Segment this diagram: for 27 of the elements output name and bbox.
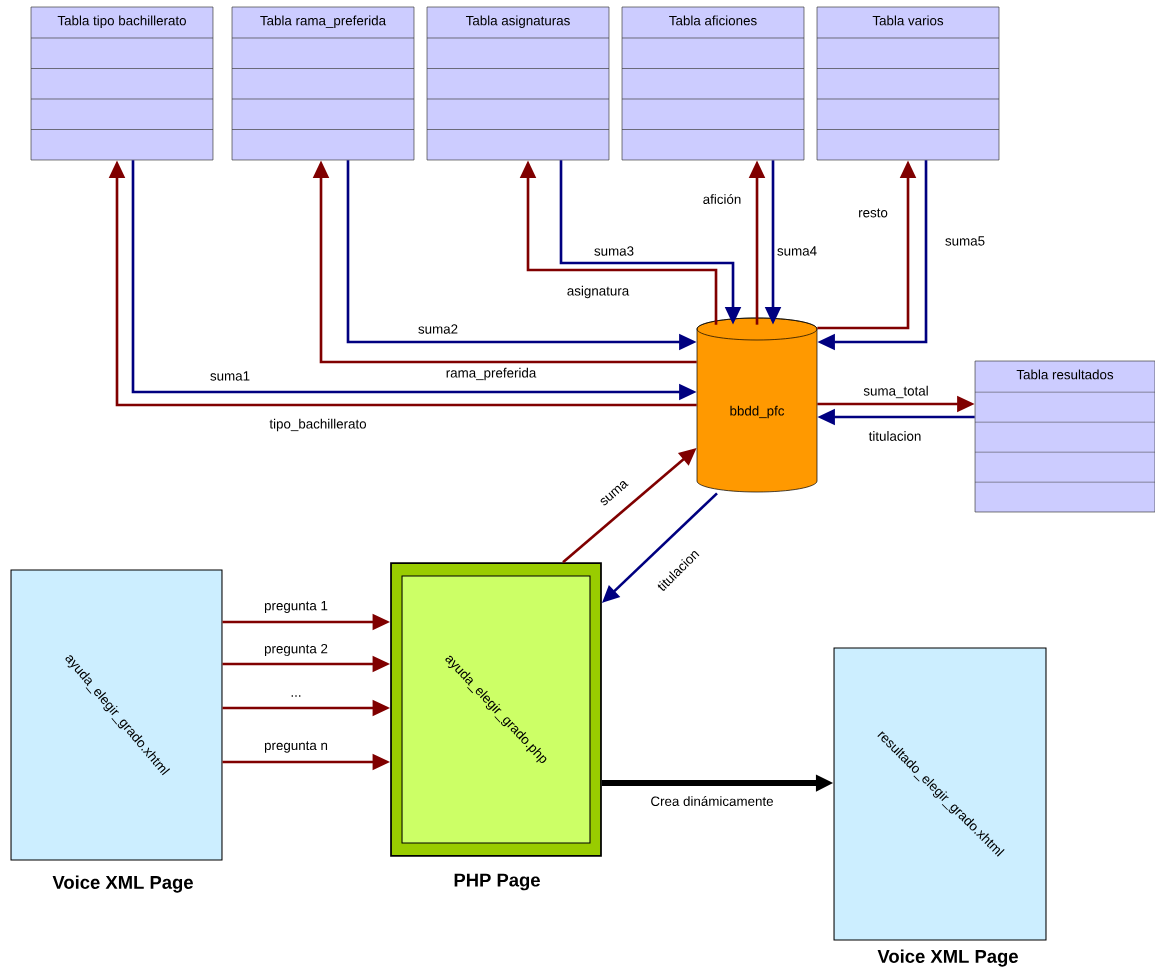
edge-label: suma3	[592, 244, 636, 258]
edge-label: asignatura	[565, 284, 631, 300]
page-caption: Voice XML Page	[877, 949, 1018, 967]
edge-label: pregunta 2	[262, 642, 330, 658]
edge-label: ...	[288, 693, 304, 699]
edge-label: tipo_bachillerato	[267, 417, 369, 433]
page-caption: Voice XML Page	[52, 875, 193, 893]
edge-label: afición	[700, 192, 744, 206]
edge-label: suma1	[208, 369, 252, 383]
database-table: Tabla resultados	[974, 360, 1155, 513]
edge-label: resto	[856, 206, 890, 220]
database-table: Tabla rama_preferida	[231, 6, 415, 161]
edge-label: titulacion	[866, 429, 924, 443]
database-table: Tabla asignaturas	[426, 6, 610, 161]
edge-label: suma4	[775, 244, 819, 258]
database-table: Tabla varios	[816, 6, 1000, 161]
edge-label: suma_total	[861, 384, 931, 400]
database-cylinder: bbdd_pfc	[696, 317, 818, 493]
database-table: Tabla aficiones	[621, 6, 805, 161]
edge-label: pregunta n	[262, 739, 330, 755]
database-table: Tabla tipo bachillerato	[30, 6, 214, 161]
edge-label: Crea dinámicamente	[648, 794, 776, 808]
edge-label: suma5	[943, 234, 987, 248]
edge-label: pregunta 1	[262, 599, 330, 615]
page-caption: PHP Page	[454, 873, 540, 891]
edge-label: rama_preferida	[443, 366, 539, 382]
edge-label: suma2	[416, 322, 460, 336]
